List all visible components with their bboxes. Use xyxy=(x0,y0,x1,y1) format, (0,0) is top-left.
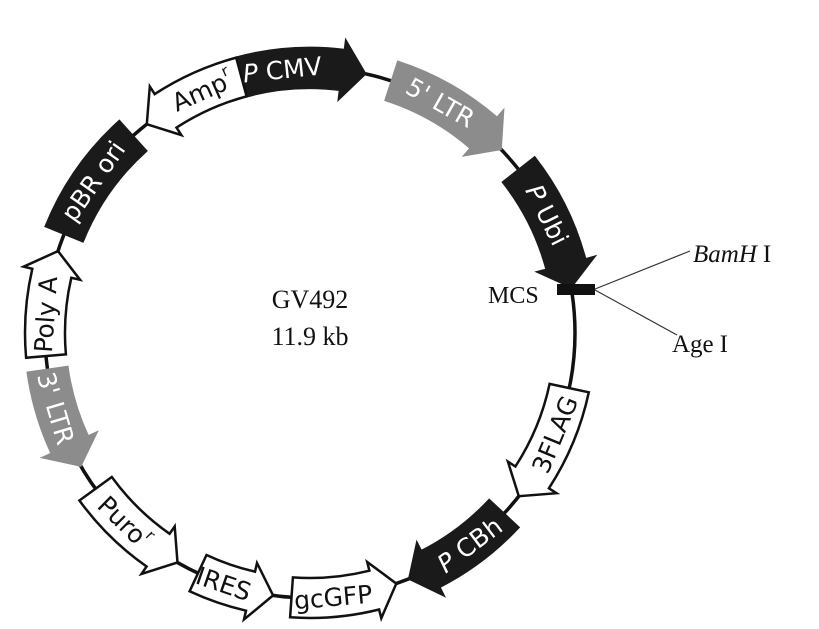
age-numeral: I xyxy=(720,331,728,358)
feature-arrow-ltr5 xyxy=(384,60,505,157)
feature-arrow-polya xyxy=(19,249,84,360)
feature-arrow-pbrori xyxy=(44,119,148,243)
feature-label-text: gcGFP xyxy=(293,579,374,615)
feature-label-prefix: P xyxy=(241,57,267,88)
feature-arrow-pcmv xyxy=(215,37,367,103)
plasmid-size: 11.9 kb xyxy=(271,322,348,351)
age-name: Age xyxy=(672,331,714,358)
feature-label-text: Poly A xyxy=(28,275,62,353)
feature-label-polya: Poly A xyxy=(28,275,62,353)
mcs-label: MCS xyxy=(488,283,539,309)
feature-label-text: CMV xyxy=(264,51,323,86)
feature-arrow-pcbh xyxy=(407,498,521,598)
bamh-numeral: I xyxy=(763,241,771,268)
feature-arrow-amp xyxy=(145,56,249,138)
plasmid-name: GV492 xyxy=(272,285,349,314)
bamh-leader-line xyxy=(594,250,691,290)
bamh-name: BamH xyxy=(693,241,759,268)
feature-arrow-flag3 xyxy=(505,382,591,498)
feature-arrow-puro xyxy=(77,475,179,577)
mcs-marker xyxy=(557,284,595,295)
age-leader-line xyxy=(594,289,678,336)
feature-arrow-ltr3 xyxy=(26,365,99,467)
feature-arrow-gcgfp xyxy=(288,558,398,623)
feature-label-pcmv: P CMV xyxy=(241,51,323,88)
feature-label-gcgfp: gcGFP xyxy=(293,579,374,615)
feature-arrow-ires xyxy=(187,553,275,623)
